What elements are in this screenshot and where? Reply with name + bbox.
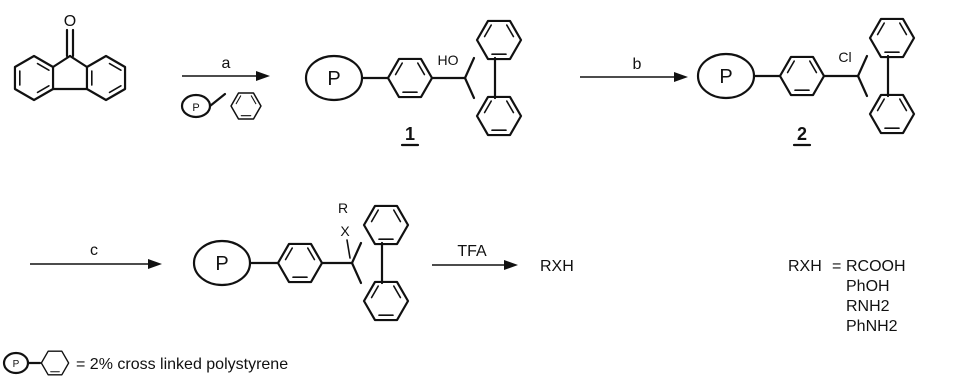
compound-1: P HO 1 (304, 21, 521, 147)
legend-text: = 2% cross linked polystyrene (76, 356, 288, 373)
step-b-label: b (633, 56, 642, 73)
rxh-option: PhOH (846, 278, 890, 295)
reagent-resin-symbol: P (192, 102, 199, 114)
compound-1-number: 1 (405, 124, 415, 144)
step-c-label: c (90, 242, 98, 259)
compound-2-number: 2 (797, 124, 807, 144)
arrow-step-a: a (182, 55, 270, 81)
step-tfa-label: TFA (457, 243, 487, 260)
rxh-lhs: RXH (788, 258, 822, 275)
rxh-definition: RXH = RCOOH PhOH RNH2 PhNH2 (788, 258, 906, 335)
fluorenone-structure: O (13, 13, 127, 102)
compound-3-x-label: X (340, 223, 350, 239)
ketone-oxygen-label: O (64, 13, 76, 30)
compound-3-resin-symbol: P (215, 253, 228, 275)
arrow-step-b: b (580, 56, 688, 82)
product-label: RXH (540, 258, 574, 275)
arrow-step-c: c (30, 242, 162, 269)
compound-3-r-label: R (338, 200, 348, 216)
compound-2-resin-symbol: P (719, 66, 732, 88)
rxh-option: RNH2 (846, 298, 890, 315)
rxh-option: RCOOH (846, 258, 906, 275)
compound-2: P Cl 2 (696, 19, 914, 147)
compound-1-hydroxyl-label: HO (438, 52, 459, 68)
arrow-step-tfa: TFA (432, 243, 518, 270)
rxh-equals: = (832, 258, 841, 275)
reagent-polystyrene: P (180, 92, 262, 120)
compound-1-resin-symbol: P (327, 68, 340, 90)
step-a-label: a (222, 55, 231, 72)
rxh-option: PhNH2 (846, 318, 898, 335)
compound-loaded-resin: P R X (192, 200, 408, 320)
legend-resin-symbol: P (13, 359, 20, 370)
polystyrene-legend: P = 2% cross linked polystyrene (2, 350, 288, 376)
compound-2-chloro-label: Cl (838, 49, 851, 65)
